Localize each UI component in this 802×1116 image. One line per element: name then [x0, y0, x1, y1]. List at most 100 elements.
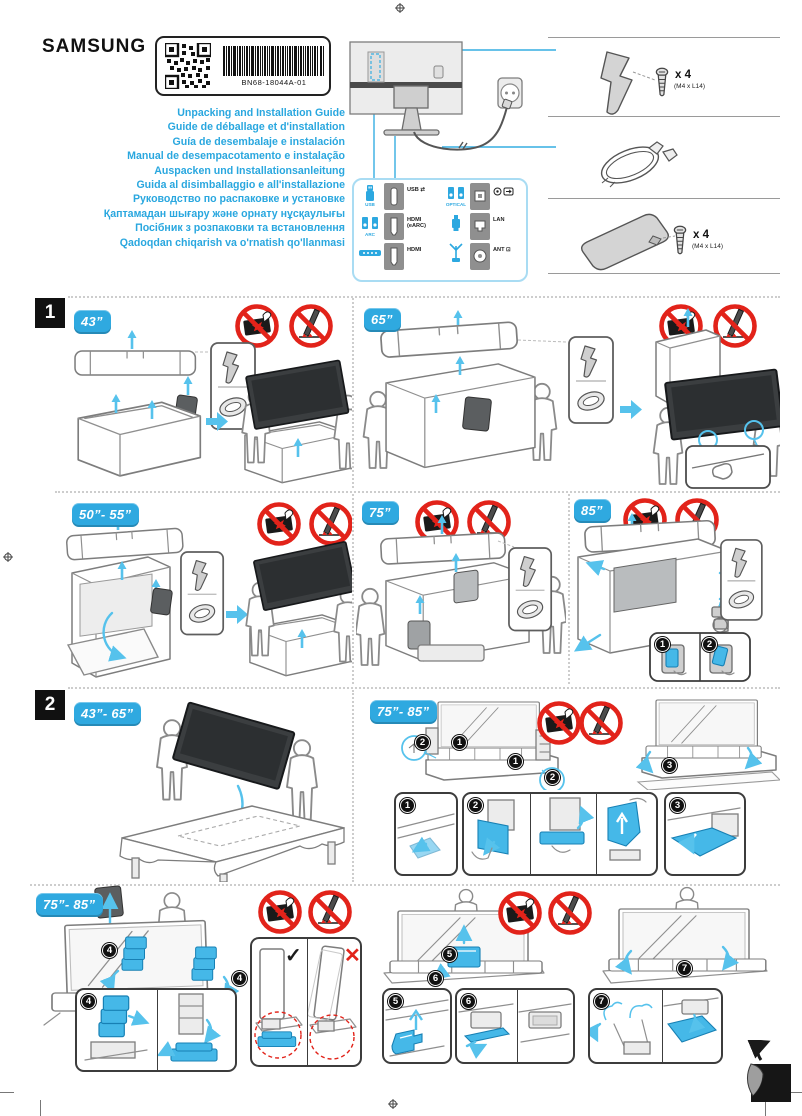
accessories-illustrations: [580, 51, 687, 271]
page-turn-icon: [747, 1040, 791, 1102]
registration-mark: [3, 552, 13, 562]
step-badge-4: 4: [232, 971, 247, 986]
check-compare-panel: ✓ ✕: [250, 937, 362, 1067]
barcode: [223, 46, 324, 76]
prohibition-icons: [497, 890, 593, 936]
title-line: Unpacking and Installation Guide: [177, 107, 345, 119]
product-label: BN68-18044A-01: [155, 36, 331, 96]
step-badge-5: 5: [388, 994, 403, 1009]
correct-mark: ✓: [285, 945, 302, 967]
hdmi-port: [384, 243, 404, 270]
optical-device-label: OPTICAL: [445, 202, 467, 207]
step-badge-6: 6: [461, 994, 476, 1009]
step-badge-1: 1: [655, 637, 670, 652]
optical-port: [470, 183, 490, 210]
multilingual-titles: Unpacking and Installation Guide Guide d…: [40, 106, 345, 250]
incorrect-mark: ✕: [344, 945, 361, 967]
size-badge-65: 65”: [364, 308, 401, 332]
section-divider: [352, 690, 354, 882]
title-line: Guía de desembalaje e instalación: [172, 135, 345, 148]
detail-panel-step5: 5: [382, 988, 452, 1064]
title-line: Manual de desempacotamento e instalação: [127, 150, 345, 163]
base-screw-qty: x 4: [693, 229, 709, 241]
scene-unpack-75: 75”: [356, 495, 566, 685]
step-badge-4: 4: [81, 994, 96, 1009]
port-row-earc: ARC HDMI(eARC): [358, 213, 442, 241]
step-badge-2: 2: [415, 735, 430, 750]
crop-mark: [0, 1092, 14, 1093]
section-2-badge: 2: [35, 690, 65, 720]
usb-device-icon: [366, 185, 374, 201]
size-badge-75: 75”: [362, 501, 399, 525]
crop-mark: [765, 1100, 766, 1116]
title-line: Guide de déballage et d'installation: [167, 121, 345, 134]
optical-speakers-icon: [448, 187, 464, 199]
size-badge-85: 85”: [574, 499, 611, 523]
accessory-divider: [548, 116, 780, 117]
scene-remove-foam-5-6: 5 6: [378, 885, 550, 988]
detail-panel-step3: 3: [664, 792, 746, 876]
usb-port-label: USB ⇄: [407, 187, 426, 193]
arc-device-label: ARC: [365, 232, 375, 237]
step-badge-6: 6: [428, 971, 443, 986]
registration-mark: [388, 1099, 398, 1109]
hdmi-earc-port-label: HDMI(eARC): [407, 217, 426, 230]
section-divider: [352, 298, 354, 488]
step-badge-5: 5: [442, 947, 457, 962]
step-badge-1: 1: [508, 754, 523, 769]
section-1-badge: 1: [35, 298, 65, 328]
title-line: Guida al disimballaggio e all'installazi…: [136, 179, 345, 192]
crop-mark: [788, 1092, 802, 1093]
connections-panel: USB USB ⇄ ARC HDMI(eARC) HDMI OPTICAL LA…: [352, 178, 528, 282]
scene-place-floor-75-85: 75”- 85” 2 1 1 2 3: [360, 690, 780, 790]
section-divider: [30, 884, 780, 886]
section-divider: [68, 687, 780, 689]
lan-plug-icon: [452, 215, 460, 231]
panel-divider: [596, 794, 597, 874]
title-line: Auspacken und Installationsanleitung: [154, 164, 345, 177]
prohibition-icons: [255, 888, 355, 936]
step-badge-1: 1: [400, 798, 415, 813]
usb-port: [384, 183, 404, 210]
step-badge-4: 4: [102, 943, 117, 958]
panel-divider: [157, 990, 158, 1070]
ant-port-label: ANT ⊡: [493, 247, 511, 253]
port-row-hdmi: HDMI: [358, 243, 442, 271]
stand-base-accessory: [580, 213, 687, 271]
detail-panel-step7: 7: [588, 988, 723, 1064]
stand-screw-qty: x 4: [675, 69, 691, 81]
section-divider: [568, 494, 570, 684]
stand-screw-spec: (M4 x L14): [674, 83, 706, 90]
step-badge-3: 3: [662, 758, 677, 773]
cable-holder-accessory: [600, 141, 678, 188]
scene-place-table-43-65: 43”- 65”: [60, 690, 352, 882]
stand-neck-accessory: [600, 51, 669, 115]
section-divider: [352, 494, 354, 684]
samsung-logo: SAMSUNG: [42, 36, 147, 57]
title-line: Қаптамадан шығару және орнату нұсқаулығы: [103, 207, 345, 220]
step-badge-7: 7: [677, 961, 692, 976]
title-line: Руководство по распаковке и установке: [132, 193, 345, 206]
part-number: BN68-18044A-01: [241, 78, 307, 87]
panel-divider: [662, 990, 663, 1062]
port-row-optical: OPTICAL: [444, 183, 528, 211]
scene-unpack-65: 65”: [356, 300, 780, 490]
accessory-divider: [548, 198, 780, 199]
lan-port-label: LAN: [493, 217, 505, 223]
port-row-usb: USB USB ⇄: [358, 183, 442, 211]
step-badge-2: 2: [468, 798, 483, 813]
arc-speakers-icon: [362, 217, 378, 229]
ant-port: [470, 243, 490, 270]
title-line: Qadoqdan chiqarish va o'rnatish qo'llanm…: [119, 236, 345, 249]
port-row-lan: LAN: [444, 213, 528, 241]
registration-mark: [395, 3, 405, 13]
step-badge-2: 2: [545, 770, 560, 785]
scene-remove-foam-7: 7: [595, 885, 775, 988]
step-badge-7: 7: [594, 994, 609, 1009]
soundbar-icon: [359, 250, 381, 256]
qr-code: [165, 43, 211, 89]
size-badge-50-55: 50”- 55”: [72, 503, 140, 527]
tv-rear-diagram: [349, 41, 556, 180]
panel-divider: [530, 794, 531, 874]
scene-unpack-43: 43”: [60, 300, 352, 490]
